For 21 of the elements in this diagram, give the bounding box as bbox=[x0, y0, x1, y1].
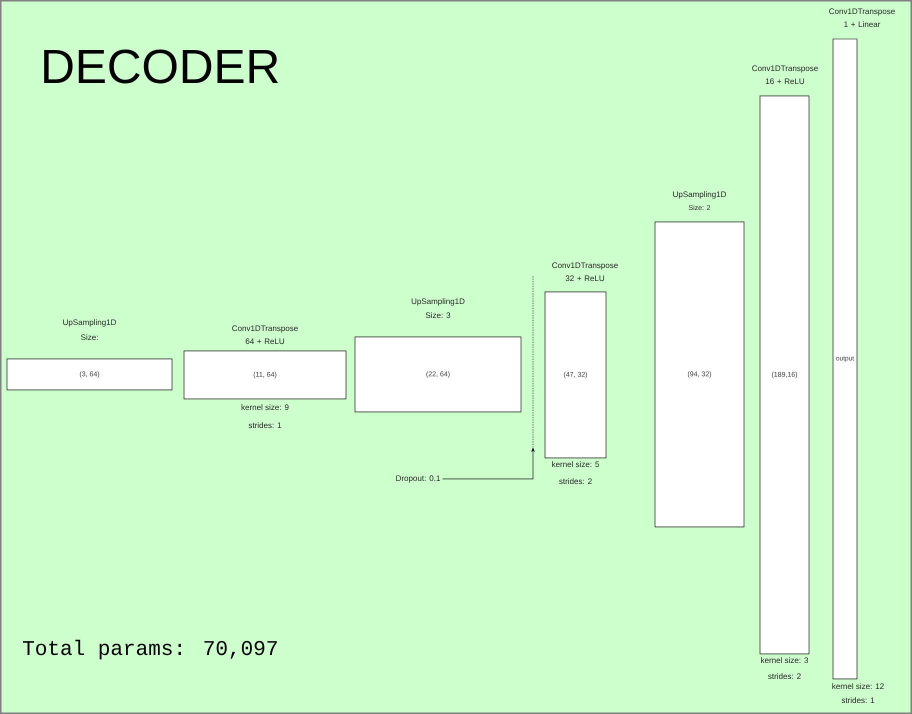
layer-note: strides: 1 bbox=[842, 697, 874, 704]
layer-note: strides: 2 bbox=[768, 673, 801, 680]
layer-heading: UpSampling1D bbox=[63, 319, 116, 327]
layer-heading: UpSampling1D bbox=[673, 191, 726, 199]
layer-heading: Size: bbox=[80, 334, 98, 340]
layer-note: strides: 2 bbox=[559, 478, 592, 484]
layer-heading: Conv1DTranspose 16 + ReLU bbox=[752, 65, 818, 84]
layer-note: kernel size: 9 bbox=[242, 404, 289, 410]
layer-note: kernel size: 12 bbox=[832, 683, 884, 690]
params-note: Total params: 70,097 bbox=[23, 640, 277, 660]
layer-note: kernel size: 3 bbox=[761, 657, 808, 664]
dropout-label: Dropout: 0.1 bbox=[396, 475, 440, 483]
layer-note: kernel size: 5 bbox=[552, 461, 600, 468]
layer-heading: Conv1DTranspose 64 + ReLU bbox=[232, 325, 298, 344]
layer-heading: Conv1DTranspose 32 + ReLU bbox=[552, 262, 618, 282]
layer-note: strides: 1 bbox=[248, 422, 282, 428]
layer-heading: Conv1DTranspose 1 + Linear bbox=[829, 8, 895, 28]
title: DECODER bbox=[44, 49, 278, 84]
layer-heading: Size: 3 bbox=[426, 312, 450, 318]
dotted-line bbox=[532, 276, 534, 448]
layer-heading: UpSampling1D bbox=[412, 298, 465, 306]
